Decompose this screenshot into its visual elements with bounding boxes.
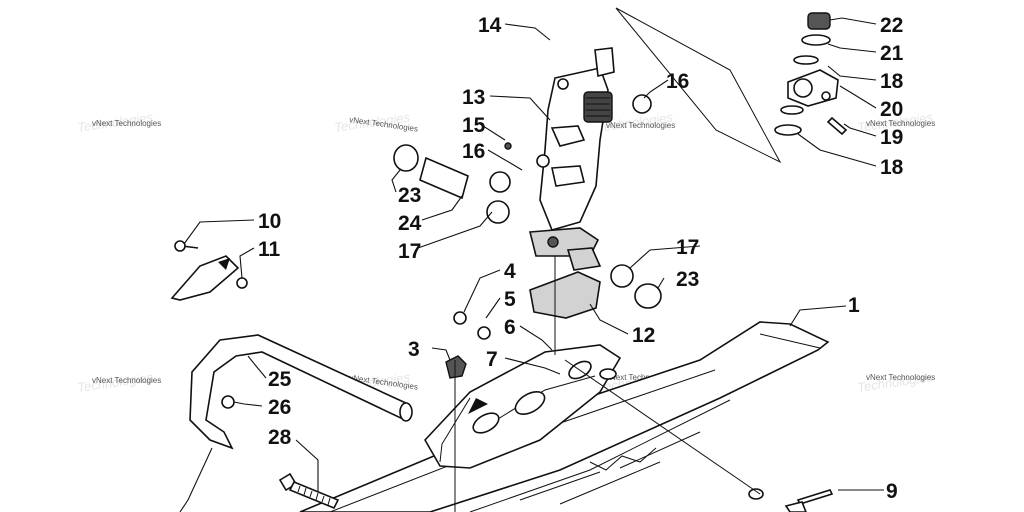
callout-28: 28 <box>268 426 292 449</box>
spindle-cap-group <box>774 12 848 136</box>
callout-5: 5 <box>504 288 516 311</box>
bracket-part <box>170 240 248 301</box>
bushing-group-right <box>610 94 662 309</box>
callout-14: 14 <box>478 14 502 37</box>
lock-nut-part <box>445 355 467 379</box>
washer-9-part <box>748 488 764 500</box>
callout-4: 4 <box>504 260 516 283</box>
callout-24: 24 <box>398 212 422 235</box>
callout-1: 1 <box>848 294 860 317</box>
watermark-text: vNext Technologies <box>92 119 161 128</box>
callout-16-right: 16 <box>666 70 689 93</box>
callout-22: 22 <box>880 14 903 37</box>
ski-loop-part <box>189 334 413 450</box>
callout-18-top: 18 <box>880 70 904 93</box>
watermark-text: vNext Technologies <box>92 376 161 385</box>
arrow-marker-icon <box>468 398 488 414</box>
callout-15: 15 <box>462 114 486 137</box>
detail-frame <box>615 7 782 164</box>
damper-small-part <box>566 247 602 271</box>
axis-line <box>554 256 761 495</box>
callout-23-right: 23 <box>676 268 699 291</box>
bolt-9-part <box>784 501 807 512</box>
callout-17-right: 17 <box>676 236 699 259</box>
callout-26: 26 <box>268 396 291 419</box>
callout-3: 3 <box>408 338 420 361</box>
nut-part <box>453 311 467 325</box>
callout-19: 19 <box>880 126 903 149</box>
bushing-group-left <box>393 142 512 224</box>
bolt-part <box>278 472 340 510</box>
callout-21: 21 <box>880 42 904 65</box>
watermark-text: vNext Technologies <box>606 121 675 130</box>
callout-20: 20 <box>880 98 903 121</box>
callout-18-bottom: 18 <box>880 156 904 179</box>
cotter-pin-part <box>796 489 834 505</box>
callout-23-left: 23 <box>398 184 421 207</box>
callout-12: 12 <box>632 324 655 347</box>
ski-saddle-part <box>424 344 622 469</box>
washer-part <box>477 326 491 340</box>
callout-11: 11 <box>258 238 281 261</box>
callout-7: 7 <box>486 348 498 371</box>
callout-labels: 1 3 4 5 6 7 9 10 11 12 13 14 15 16 16 17… <box>258 14 904 503</box>
callout-16-left: 16 <box>462 140 485 163</box>
spindle-thread-icon <box>583 91 613 123</box>
callout-25: 25 <box>268 368 292 391</box>
callout-13: 13 <box>462 86 485 109</box>
damper-block-part <box>529 271 601 319</box>
callout-9: 9 <box>886 480 898 503</box>
callout-10: 10 <box>258 210 281 233</box>
watermark-text: vNext Technologies <box>866 373 935 382</box>
spindle-part <box>528 47 615 257</box>
watermark-text: vNext Technologies <box>606 373 675 382</box>
callout-6: 6 <box>504 316 516 339</box>
watermark-text: vNext Technologies <box>866 119 935 128</box>
leader-lines <box>179 17 884 512</box>
callout-17-left: 17 <box>398 240 421 263</box>
